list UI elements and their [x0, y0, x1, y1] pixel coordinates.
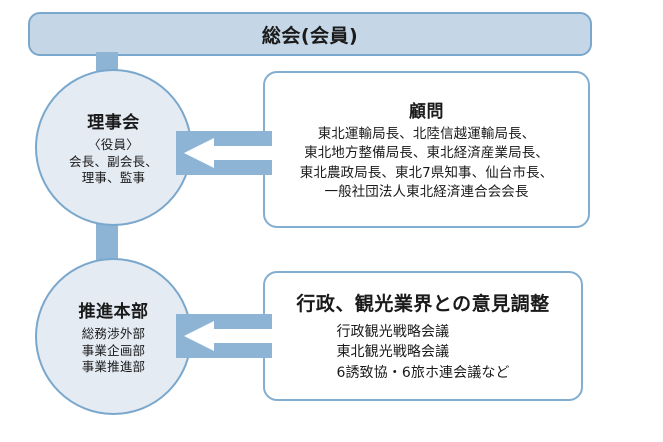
- advisors-list: 東北運輸局長、北陸信越運輸局長、 東北地方整備局長、東北経済産業局長、 東北農政…: [300, 125, 554, 202]
- coordination-title: 行政、観光業界との意見調整: [296, 293, 550, 316]
- coordination-line-2: 東北観光戦略会議: [336, 344, 450, 361]
- coordination-line-3: 6誘致協・6旅ホ連会議など: [336, 364, 510, 381]
- general-assembly-bar: 総会(会員): [28, 12, 592, 56]
- arrow-advisors-to-board: [176, 131, 272, 175]
- headquarters-detail-line-3: 事業推進部: [81, 359, 146, 375]
- advisors-title: 顧問: [409, 102, 444, 123]
- headquarters-detail-line-2: 事業企画部: [81, 342, 146, 358]
- coordination-line-1: 行政観光戦略会議: [336, 324, 450, 341]
- node-board-of-directors: 理事会 〈役員〉 会長、副会長、 理事、監事: [35, 69, 192, 226]
- node-promotion-headquarters: 推進本部 総務渉外部 事業企画部 事業推進部: [35, 258, 192, 415]
- headquarters-detail-line-1: 総務渉外部: [81, 326, 146, 342]
- board-detail-line-2: 会長、副会長、: [69, 153, 158, 169]
- advisors-line-4: 一般社団法人東北経済連合会会長: [324, 183, 529, 200]
- board-detail-line-1: 〈役員〉: [88, 137, 139, 153]
- box-coordination: 行政、観光業界との意見調整 行政観光戦略会議 東北観光戦略会議 6誘致協・6旅ホ…: [263, 271, 583, 401]
- board-detail-line-3: 理事、監事: [81, 170, 146, 186]
- coordination-list: 行政観光戦略会議 東北観光戦略会議 6誘致協・6旅ホ連会議など: [336, 322, 509, 383]
- general-assembly-label: 総会(会員): [261, 24, 359, 47]
- advisors-line-3: 東北農政局長、東北7県知事、仙台市長、: [299, 164, 554, 181]
- advisors-line-1: 東北運輸局長、北陸信越運輸局長、: [317, 126, 536, 143]
- box-advisors: 顧問 東北運輸局長、北陸信越運輸局長、 東北地方整備局長、東北経済産業局長、 東…: [263, 71, 590, 228]
- board-detail: 〈役員〉 会長、副会長、 理事、監事: [69, 137, 158, 187]
- headquarters-detail: 総務渉外部 事業企画部 事業推進部: [82, 326, 146, 376]
- headquarters-title: 推進本部: [78, 302, 149, 323]
- arrow-coordination-to-headquarters: [176, 314, 272, 358]
- board-title: 理事会: [87, 113, 140, 134]
- advisors-line-2: 東北地方整備局長、東北経済産業局長、: [304, 145, 549, 162]
